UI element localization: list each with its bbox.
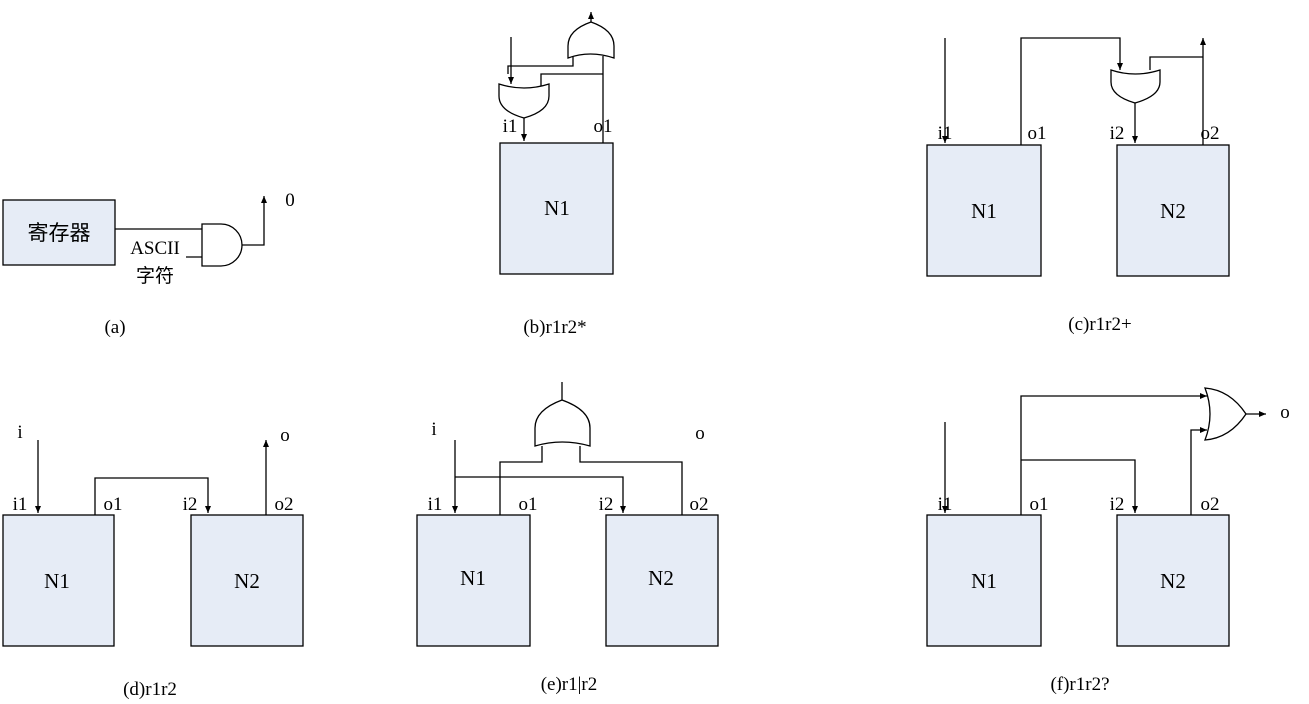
panel-e: N1 N2 i o i1 o1 i2 o2 (e)r1|r2 <box>416 382 719 695</box>
pin-i1: i1 <box>13 494 28 515</box>
pin-o2: o2 <box>1201 494 1220 515</box>
input-label: i <box>17 422 22 443</box>
o1-to-or-wire <box>1020 37 1123 145</box>
pin-i1: i1 <box>503 116 518 137</box>
output-arrow <box>242 196 267 246</box>
register-block <box>2 199 116 266</box>
or-gate-icon <box>1204 387 1247 441</box>
char-label: 字符 <box>136 265 174 287</box>
block-n2-label: N2 <box>234 569 260 593</box>
output-label: 0 <box>285 190 295 211</box>
block-n2-label: N2 <box>1160 199 1186 223</box>
block-n2-label: N2 <box>648 566 674 590</box>
or-gate-icon <box>534 399 591 447</box>
pin-i1: i1 <box>428 494 443 515</box>
caption-f: (f)r1r2? <box>1050 674 1109 695</box>
block-n1-label: N1 <box>971 199 997 223</box>
panel-a: 寄存器 0 ASCII 字符 (a) <box>2 190 295 338</box>
pin-o1: o1 <box>519 494 538 515</box>
and-gate-icon <box>201 223 243 267</box>
output-label: o <box>695 423 705 444</box>
register-label: 寄存器 <box>28 221 91 245</box>
block-n2 <box>1116 144 1230 277</box>
o1-to-or-wire <box>1020 393 1207 515</box>
o1-to-or-wire <box>499 446 543 515</box>
block-n1-label: N1 <box>44 569 70 593</box>
panel-b: N1 i1 o1 (b)r1r2* <box>498 12 615 338</box>
or-gate-bottom-icon <box>498 83 550 119</box>
pin-i2: i2 <box>183 494 198 515</box>
pin-i1: i1 <box>938 494 953 515</box>
pin-i1: i1 <box>938 123 953 144</box>
or-gate-top-icon <box>567 21 615 59</box>
block-n1-label: N1 <box>544 196 570 220</box>
feedback-wire-2 <box>540 73 603 90</box>
block-n1-label: N1 <box>971 569 997 593</box>
block-n1 <box>499 142 614 275</box>
block-n1 <box>926 144 1042 277</box>
caption-b: (b)r1r2* <box>523 317 586 338</box>
block-n2 <box>605 514 719 647</box>
pin-o1: o1 <box>104 494 123 515</box>
panel-d: N1 N2 i o i1 o1 i2 o2 (d)r1r2 <box>2 422 304 700</box>
block-n2 <box>1116 514 1230 647</box>
input-label: i <box>431 419 436 440</box>
output-label: o <box>280 425 290 446</box>
pin-o2: o2 <box>275 494 294 515</box>
ascii-label: ASCII <box>130 238 180 259</box>
block-n1 <box>926 514 1042 647</box>
block-n1 <box>416 514 531 647</box>
panel-f: N1 N2 o i1 o1 i2 o2 (f)r1r2? <box>926 387 1290 695</box>
caption-c: (c)r1r2+ <box>1068 314 1131 335</box>
pin-i2: i2 <box>599 494 614 515</box>
pin-o1: o1 <box>1028 123 1047 144</box>
pin-i2: i2 <box>1110 123 1125 144</box>
caption-a: (a) <box>104 317 125 338</box>
panel-c: N1 N2 i1 o1 i2 o2 (c)r1r2+ <box>926 37 1230 335</box>
block-n2-label: N2 <box>1160 569 1186 593</box>
o1-to-i2-wire <box>94 477 211 515</box>
block-n2 <box>190 514 304 647</box>
caption-d: (d)r1r2 <box>123 679 177 700</box>
o1-to-i2-wire <box>1021 459 1138 513</box>
block-n1 <box>2 514 115 647</box>
caption-e: (e)r1|r2 <box>541 674 598 695</box>
block-n1-label: N1 <box>460 566 486 590</box>
pin-o1: o1 <box>594 116 613 137</box>
feedback-wire-1 <box>507 56 574 74</box>
i-to-i2-wire <box>455 476 626 513</box>
pin-o2: o2 <box>1201 123 1220 144</box>
output-label: o <box>1280 402 1290 423</box>
o2-feedback-wire <box>1149 56 1203 70</box>
o2-to-or-wire <box>1190 427 1207 515</box>
pin-o2: o2 <box>690 494 709 515</box>
or-gate-icon <box>1110 69 1161 104</box>
o2-to-or-wire <box>579 446 683 515</box>
pin-o1: o1 <box>1030 494 1049 515</box>
pin-i2: i2 <box>1110 494 1125 515</box>
